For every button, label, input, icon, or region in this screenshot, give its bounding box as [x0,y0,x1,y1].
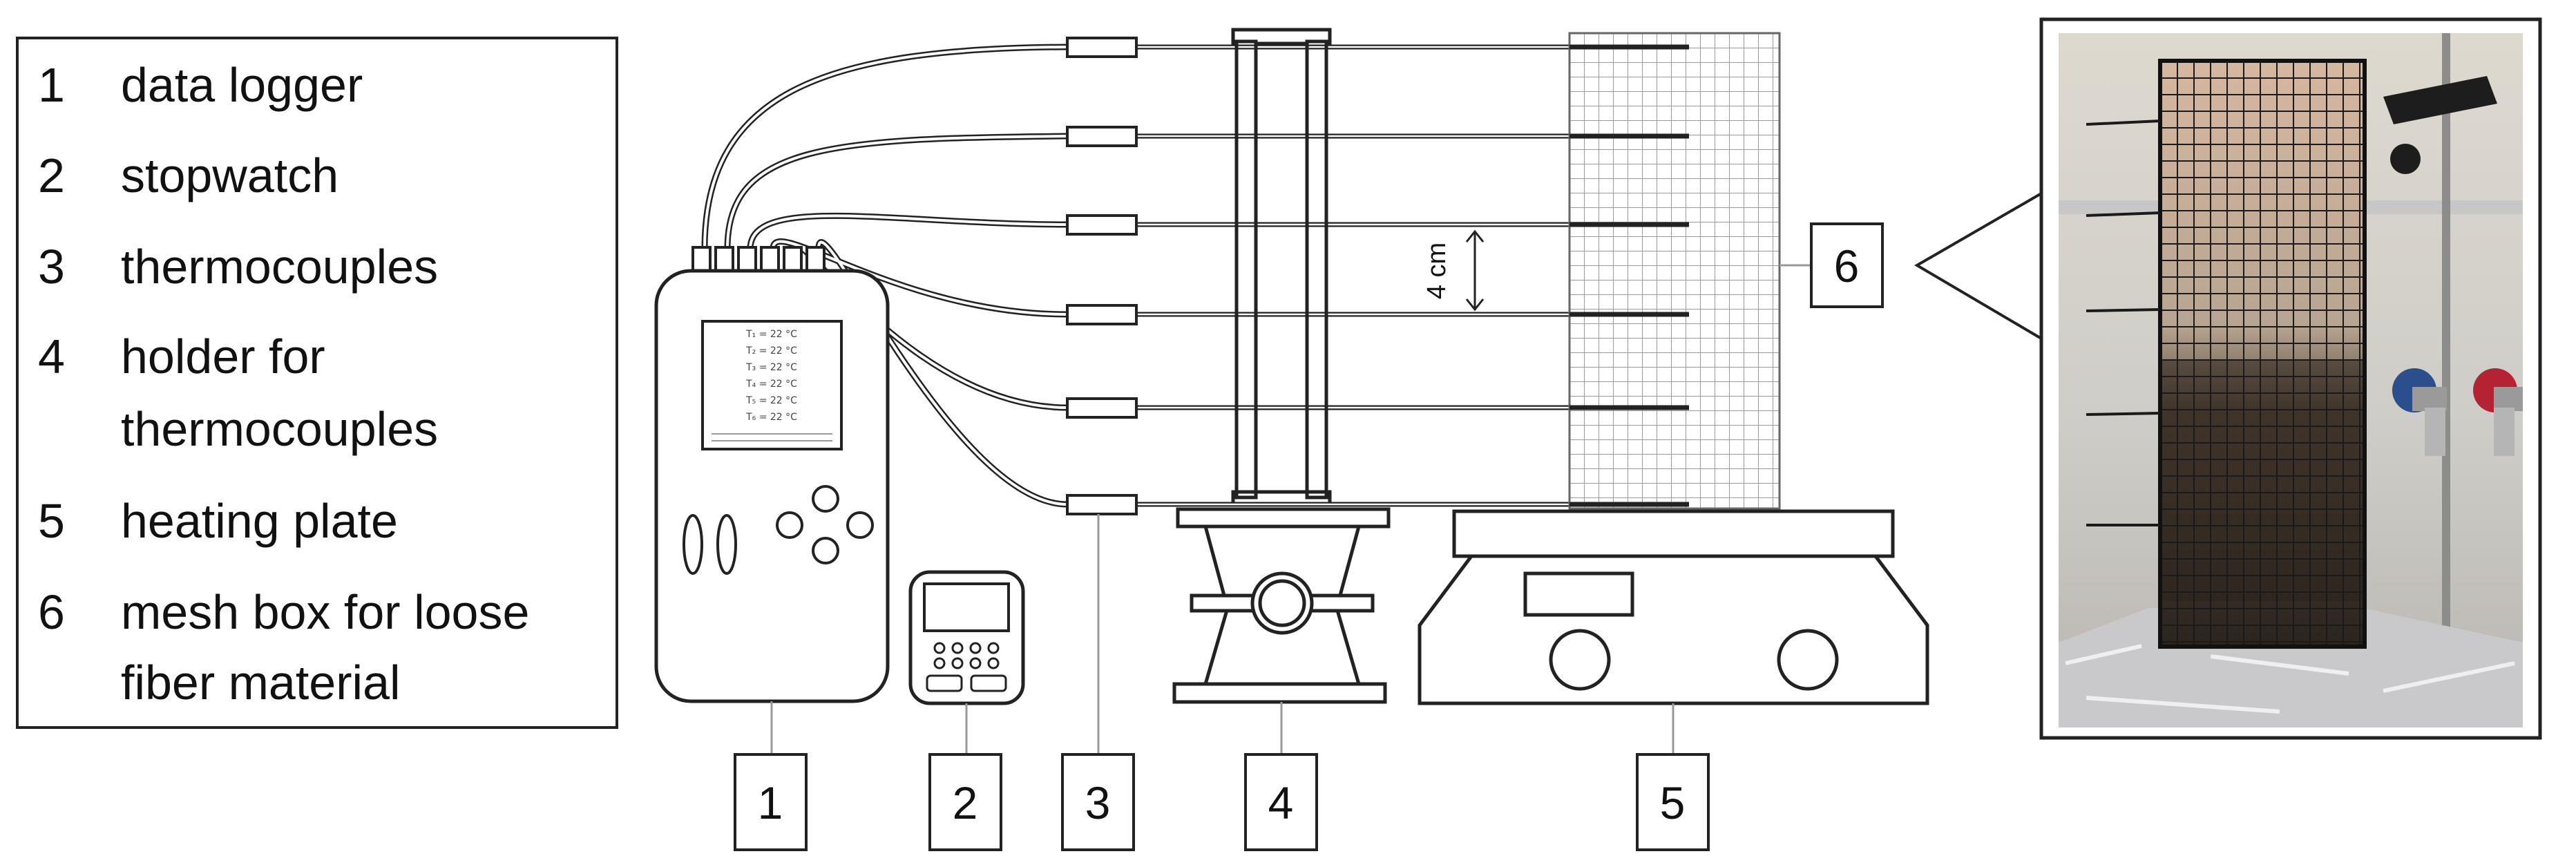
logger-reading-t6: T₆ = 22 °C [745,412,797,423]
legend-label-holder-line1: holder for [121,330,325,383]
logger-reading-t1: T₁ = 22 °C [745,329,797,340]
legend-num-1: 1 [38,58,65,112]
legend-frame [16,37,618,729]
legend-num-4: 4 [38,330,65,383]
callout-box-6 [1810,222,1884,308]
logger-dpad [776,485,874,564]
logger-reading-t2: T₂ = 22 °C [745,345,797,357]
callout-box-4 [1244,753,1318,851]
legend-label-holder-line2: thermocouples [121,402,438,456]
callout-box-3 [1061,753,1135,851]
holder-clamp-knob-inner [1258,579,1306,627]
legend-label-thermocouples: thermocouples [121,240,438,294]
mesh-box [1568,32,1781,510]
stopwatch [908,570,1025,705]
callout-numbers: 1 2 3 4 5 6 [758,240,1860,828]
callout-number-1: 1 [758,777,783,828]
thermocouple-holder [1172,28,1391,704]
holder-foot [1172,682,1387,704]
legend-label-mesh-box-line1: mesh box for loose [121,585,529,639]
thermocouple-probes [1066,37,1689,515]
dimension-label: 4 cm [1422,243,1451,299]
legend-num-2: 2 [38,149,65,202]
logger-status-lines [712,433,832,441]
dimension-4cm: 4 cm [1422,229,1485,312]
logger-reading-t3: T₃ = 22 °C [745,362,797,373]
callout-leaders [770,264,1811,754]
heating-plate-top [1452,509,1895,558]
mesh-grid [1568,32,1781,510]
holder-left-rail [1234,39,1258,500]
logger-right-button [716,514,737,575]
logger-left-button [683,514,703,575]
data-logger: T₁ = 22 °C T₂ = 22 °C T₃ = 22 °C T₄ = 22… [654,246,890,703]
callout-box-5 [1636,753,1710,851]
stopwatch-keys [933,642,1000,669]
heating-plate-base [1418,554,1929,705]
legend-num-5: 5 [38,494,65,548]
heating-plate [1418,509,1929,705]
probe-tips-in-mesh [1570,44,1689,507]
stopwatch-display [923,582,1010,632]
logger-screen [701,320,843,450]
legend: 1 data logger 2 stopwatch 3 thermocouple… [16,37,618,729]
holder-right-rail [1305,39,1328,500]
legend-label-heating-plate: heating plate [121,494,398,548]
legend-label-mesh-box-line2: fiber material [121,656,401,710]
callout-number-2: 2 [953,777,978,828]
sample-photo [2059,33,2523,728]
heating-plate-right-knob [1777,629,1839,691]
callout-boxes [734,222,1884,851]
legend-num-3: 3 [38,240,65,294]
legend-num-6: 6 [38,585,65,639]
holder-rails-front [1234,39,1328,500]
logger-reading-t5: T₅ = 22 °C [745,395,797,406]
callout-number-4: 4 [1268,777,1294,828]
photo-callout-pointer [1914,192,2043,340]
heating-plate-display [1523,571,1634,617]
photo-callout [1914,17,2542,740]
callout-number-5: 5 [1660,777,1686,828]
callout-box-2 [928,753,1002,851]
stopwatch-left-key [926,674,963,692]
holder-base-plate [1176,507,1391,529]
heating-plate-left-knob [1549,629,1611,691]
callout-box-1 [734,753,808,851]
callout-number-3: 3 [1085,777,1111,828]
logger-reading-t4: T₄ = 22 °C [745,379,797,390]
legend-label-data-logger: data logger [121,58,363,112]
stopwatch-right-key [970,674,1007,692]
callout-number-6: 6 [1834,240,1860,292]
legend-label-stopwatch: stopwatch [121,149,338,202]
